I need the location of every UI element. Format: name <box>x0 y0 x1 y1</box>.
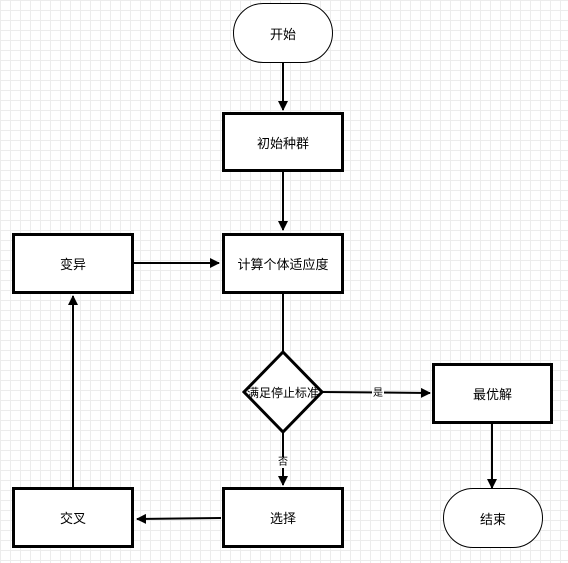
start-label: 开始 <box>269 27 296 43</box>
decision-diamond <box>241 349 325 435</box>
check-stop-label: 满足停止标准 <box>246 386 319 400</box>
mutation-node: 变异 <box>12 233 134 294</box>
fitness-node: 计算个体适应度 <box>222 233 344 294</box>
no-label: 否 <box>277 457 289 468</box>
yes-label: 是 <box>372 388 384 399</box>
select-label: 选择 <box>269 512 296 527</box>
mutation-label: 变异 <box>59 258 86 273</box>
start-node: 开始 <box>233 3 333 63</box>
select-node: 选择 <box>222 487 344 548</box>
end-label: 结束 <box>479 512 506 528</box>
best-solution-node: 最优解 <box>432 363 553 424</box>
end-node: 结束 <box>443 488 543 548</box>
edge-select-to-crossover <box>136 513 222 524</box>
init-population-node: 初始种群 <box>222 112 344 172</box>
crossover-label: 交叉 <box>59 512 86 527</box>
best-solution-label: 最优解 <box>472 388 512 403</box>
crossover-node: 交叉 <box>12 487 134 548</box>
fitness-label: 计算个体适应度 <box>237 258 329 273</box>
init-population-label: 初始种群 <box>256 136 309 152</box>
